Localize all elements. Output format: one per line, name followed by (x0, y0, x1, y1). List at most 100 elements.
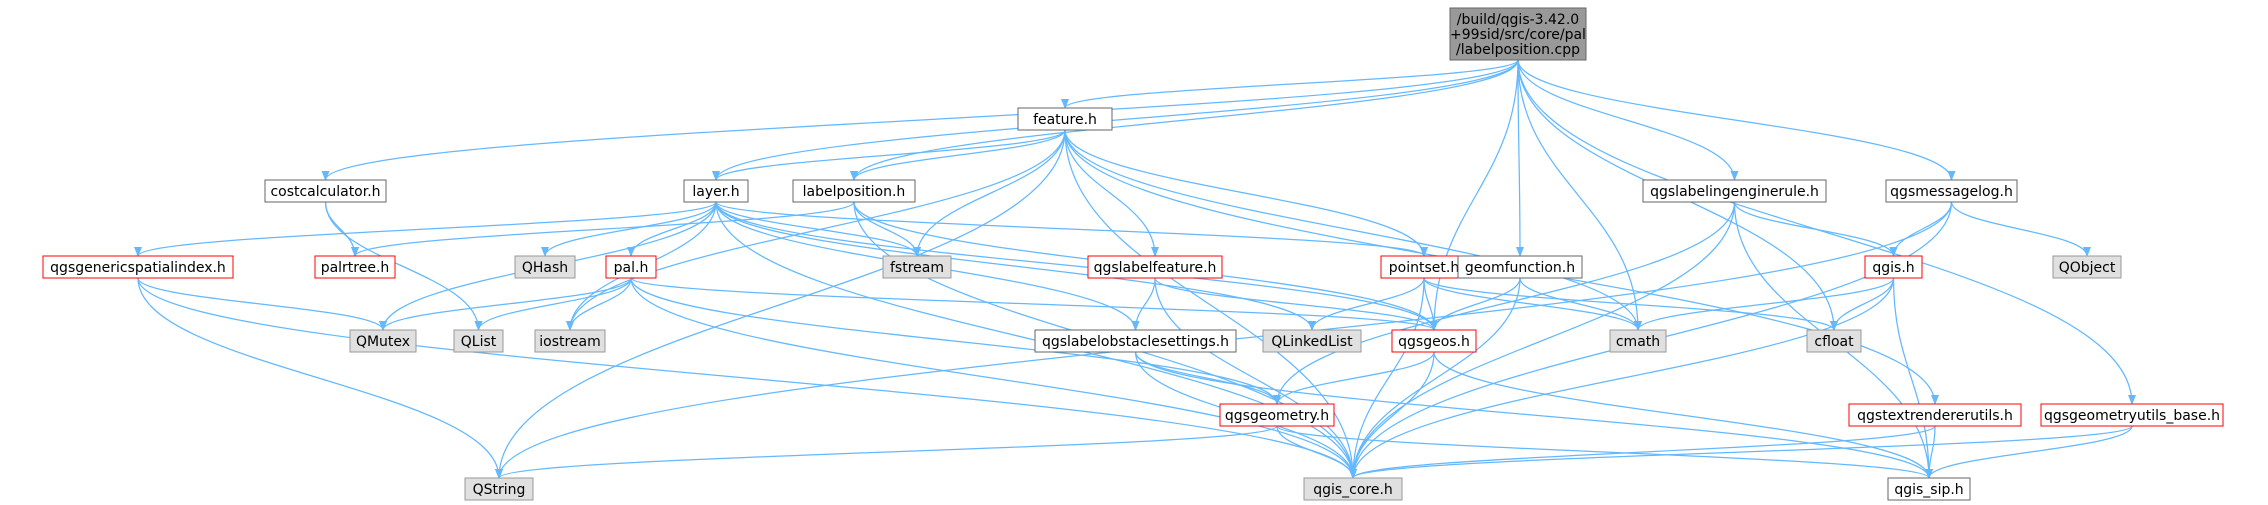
edge-qgsgeometry-to-qgis_sip (1276, 425, 1933, 479)
edge-layer-to-qgsgeos (715, 201, 1438, 331)
node-qgsgenericspatialindex[interactable]: qgsgenericspatialindex.h (42, 255, 234, 279)
node-qgslabelobstaclesettings[interactable]: qgslabelobstaclesettings.h (1034, 329, 1237, 353)
node-qgis_sip-label: qgis_sip.h (1894, 482, 1963, 498)
node-feature-box (1017, 107, 1113, 131)
edge-root-to-qgsgeometryutils_base (1517, 59, 2136, 405)
edge-qgsgeometry-to-qgis_core (1276, 425, 1357, 479)
node-cmath-box (1609, 329, 1667, 353)
node-fstream-box (882, 255, 952, 279)
edge-qgsgenericspatialindex-to-qgis_core (137, 277, 1357, 479)
node-qgstextrendererutils[interactable]: qgstextrendererutils.h (1848, 403, 2022, 427)
node-layer-box (683, 179, 749, 203)
node-cmath[interactable]: cmath (1609, 329, 1667, 353)
node-costcalculator-label: costcalculator.h (270, 184, 380, 200)
edge-pointset-to-cfloat (1423, 277, 1838, 331)
node-QString-label: QString (473, 482, 526, 498)
node-iostream-label: iostream (539, 334, 601, 350)
edge-pointset-to-cmath (1423, 277, 1642, 331)
node-palrtree-label: palrtree.h (321, 260, 390, 276)
node-qgsgeometryutils_base-label: qgsgeometryutils_base.h (2044, 408, 2220, 424)
node-labelposition[interactable]: labelposition.h (792, 179, 916, 203)
node-cfloat[interactable]: cfloat (1806, 329, 1862, 353)
edge-qgslabelobstaclesettings-to-qgsgeometry (1134, 351, 1281, 405)
node-pal-label: pal.h (614, 260, 649, 276)
node-qgis_core[interactable]: qgis_core.h (1303, 477, 1403, 501)
edge-pointset-to-qgis_core (1349, 277, 1425, 479)
node-labelposition-box (792, 179, 916, 203)
edge-labelposition-to-fstream (853, 201, 921, 257)
edge-layer-to-pal (627, 201, 717, 257)
node-qgis_sip[interactable]: qgis_sip.h (1887, 477, 1971, 501)
node-palrtree-box (314, 255, 396, 279)
node-QMutex-label: QMutex (356, 334, 410, 350)
edge-feature-to-labelposition (850, 129, 1066, 181)
node-qgslabelingenginerule[interactable]: qgslabelingenginerule.h (1642, 179, 1827, 203)
node-QObject[interactable]: QObject (2052, 255, 2122, 279)
node-QMutex[interactable]: QMutex (349, 329, 417, 353)
node-QList[interactable]: QList (453, 329, 504, 353)
node-qgslabelfeature-label: qgslabelfeature.h (1094, 260, 1217, 276)
node-qgsgeos[interactable]: qgsgeos.h (1391, 329, 1477, 353)
edge-root-to-labelposition (850, 59, 1519, 181)
edge-layer-to-QLinkedList (715, 201, 1316, 331)
edge-qgslabelingenginerule-to-qgis (1733, 201, 1898, 257)
node-QHash-label: QHash (522, 260, 568, 276)
node-pal-box (605, 255, 657, 279)
node-QList-label: QList (461, 334, 497, 350)
node-QLinkedList[interactable]: QLinkedList (1262, 329, 1362, 353)
node-geomfunction-box (1457, 255, 1583, 279)
node-qgslabelfeature[interactable]: qgslabelfeature.h (1087, 255, 1223, 279)
edge-pal-to-iostream (566, 277, 632, 331)
node-iostream[interactable]: iostream (534, 329, 606, 353)
node-qgsmessagelog-box (1885, 179, 2018, 203)
node-qgsmessagelog-label: qgsmessagelog.h (1890, 184, 2013, 200)
node-labelposition-label: labelposition.h (803, 184, 906, 200)
edge-root-to-cmath (1517, 59, 1642, 331)
node-QHash[interactable]: QHash (514, 255, 576, 279)
node-qgsgeometryutils_base-box (2040, 403, 2224, 427)
edge-qgsgeos-to-qgis_sip (1433, 351, 1933, 479)
node-qgis[interactable]: qgis.h (1864, 255, 1923, 279)
node-costcalculator[interactable]: costcalculator.h (264, 179, 387, 203)
node-qgis_sip-box (1887, 477, 1971, 501)
node-qgsgeometry[interactable]: qgsgeometry.h (1219, 403, 1335, 427)
edge-pal-to-QList (474, 277, 632, 331)
node-qgslabelobstaclesettings-box (1034, 329, 1237, 353)
edge-qgis-to-cmath (1634, 277, 1895, 331)
edge-qgsgenericspatialindex-to-QMutex (137, 277, 387, 331)
node-root-label-line-0: /build/qgis-3.42.0 (1457, 12, 1579, 28)
edge-feature-to-pointset (1064, 129, 1428, 257)
node-fstream[interactable]: fstream (882, 255, 952, 279)
node-qgsgeometryutils_base[interactable]: qgsgeometryutils_base.h (2040, 403, 2224, 427)
edge-qgsgeos-to-qgsgeometry (1273, 351, 1435, 405)
node-feature[interactable]: feature.h (1017, 107, 1113, 131)
node-qgsgenericspatialindex-label: qgsgenericspatialindex.h (50, 260, 226, 276)
edge-geomfunction-to-qgsgeos (1430, 277, 1521, 331)
node-pal[interactable]: pal.h (605, 255, 657, 279)
node-QString[interactable]: QString (464, 477, 534, 501)
node-pointset[interactable]: pointset.h (1380, 255, 1468, 279)
node-QString-box (464, 477, 534, 501)
edge-layer-to-QHash (541, 201, 717, 257)
node-cfloat-box (1806, 329, 1862, 353)
node-root[interactable]: /build/qgis-3.42.0+99sid/src/core/pal/la… (1449, 7, 1587, 61)
node-qgsmessagelog[interactable]: qgsmessagelog.h (1885, 179, 2018, 203)
edge-pal-to-qgsgeometry (630, 277, 1281, 405)
edge-layer-to-pointset (715, 201, 1428, 257)
edge-pal-to-qgsgeos (630, 277, 1438, 331)
node-QList-box (453, 329, 504, 353)
edge-feature-to-iostream (566, 129, 1066, 331)
node-palrtree[interactable]: palrtree.h (314, 255, 396, 279)
edge-feature-to-fstream (913, 129, 1066, 257)
node-fstream-label: fstream (890, 260, 944, 276)
node-layer[interactable]: layer.h (683, 179, 749, 203)
edge-qgis-to-qgis_sip (1892, 277, 1933, 479)
node-geomfunction[interactable]: geomfunction.h (1457, 255, 1583, 279)
edge-qgstextrendererutils-to-qgis_core (1349, 425, 1936, 479)
edge-qgslabelfeature-to-qgis_core (1154, 277, 1357, 479)
edge-qgsgeos-to-qgis_core (1349, 351, 1435, 479)
edge-pointset-to-QLinkedList (1308, 277, 1425, 331)
edge-labelposition-to-palrtree (351, 201, 855, 257)
node-qgis-label: qgis.h (1872, 260, 1914, 276)
edge-root-to-qgslabelingenginerule (1517, 59, 1739, 181)
